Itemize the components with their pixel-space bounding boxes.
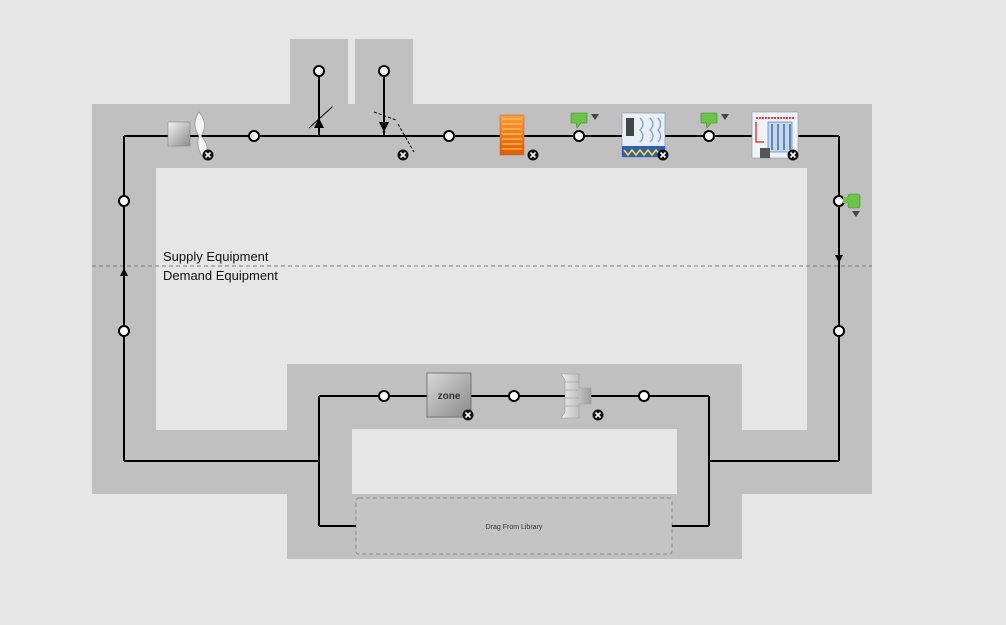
evaporative-cooler-icon[interactable]: [621, 112, 666, 158]
relief-damper-icon[interactable]: [308, 105, 334, 129]
demand-equipment-label: Demand Equipment: [163, 268, 278, 283]
drag-from-library-dropzone[interactable]: Drag From Library: [355, 497, 673, 555]
supply-fan-icon[interactable]: [167, 111, 208, 161]
setpoint-manager-icon[interactable]: [843, 193, 861, 217]
remove-heating-coil-button: [527, 149, 539, 161]
setpoint-manager-icon[interactable]: [700, 112, 729, 129]
loop-node: [378, 390, 390, 402]
remove-buttons[interactable]: [202, 149, 799, 421]
arrow-up-icon: [314, 118, 324, 128]
arrow-down-icon: [835, 255, 843, 263]
loop-node: [638, 390, 650, 402]
loop-node: [118, 325, 130, 337]
arrow-up-icon: [120, 268, 128, 276]
supply-equipment-label: Supply Equipment: [163, 249, 269, 264]
remove-air-terminal-button: [592, 409, 604, 421]
air-terminal-icon[interactable]: [560, 373, 592, 419]
outdoor-air-node: [378, 65, 390, 77]
loop-node: [833, 325, 845, 337]
loop-node: [573, 130, 585, 142]
loop-node: [443, 130, 455, 142]
setpoint-manager-icon[interactable]: [570, 112, 599, 129]
loop-node: [248, 130, 260, 142]
thermal-zone-icon[interactable]: zone: [426, 372, 472, 418]
zone-label: zone: [438, 391, 461, 402]
remove-supply-fan-button: [202, 149, 214, 161]
loop-node: [833, 195, 845, 207]
loop-nodes[interactable]: [118, 65, 845, 402]
heating-coil-icon[interactable]: [499, 114, 525, 156]
flow-arrows: [120, 118, 843, 276]
drag-from-library-label: Drag From Library: [486, 524, 543, 531]
remove-damper-button: [397, 149, 409, 161]
outdoor-air-node: [313, 65, 325, 77]
loop-node: [508, 390, 520, 402]
arrow-down-icon: [379, 122, 389, 132]
remove-thermal-zone-button: [462, 409, 474, 421]
loop-node: [118, 195, 130, 207]
remove-heat-exchanger-button: [787, 149, 799, 161]
loop-node: [703, 130, 715, 142]
outdoor-air-damper-icon[interactable]: [373, 111, 415, 153]
remove-evaporative-cooler-button: [657, 149, 669, 161]
